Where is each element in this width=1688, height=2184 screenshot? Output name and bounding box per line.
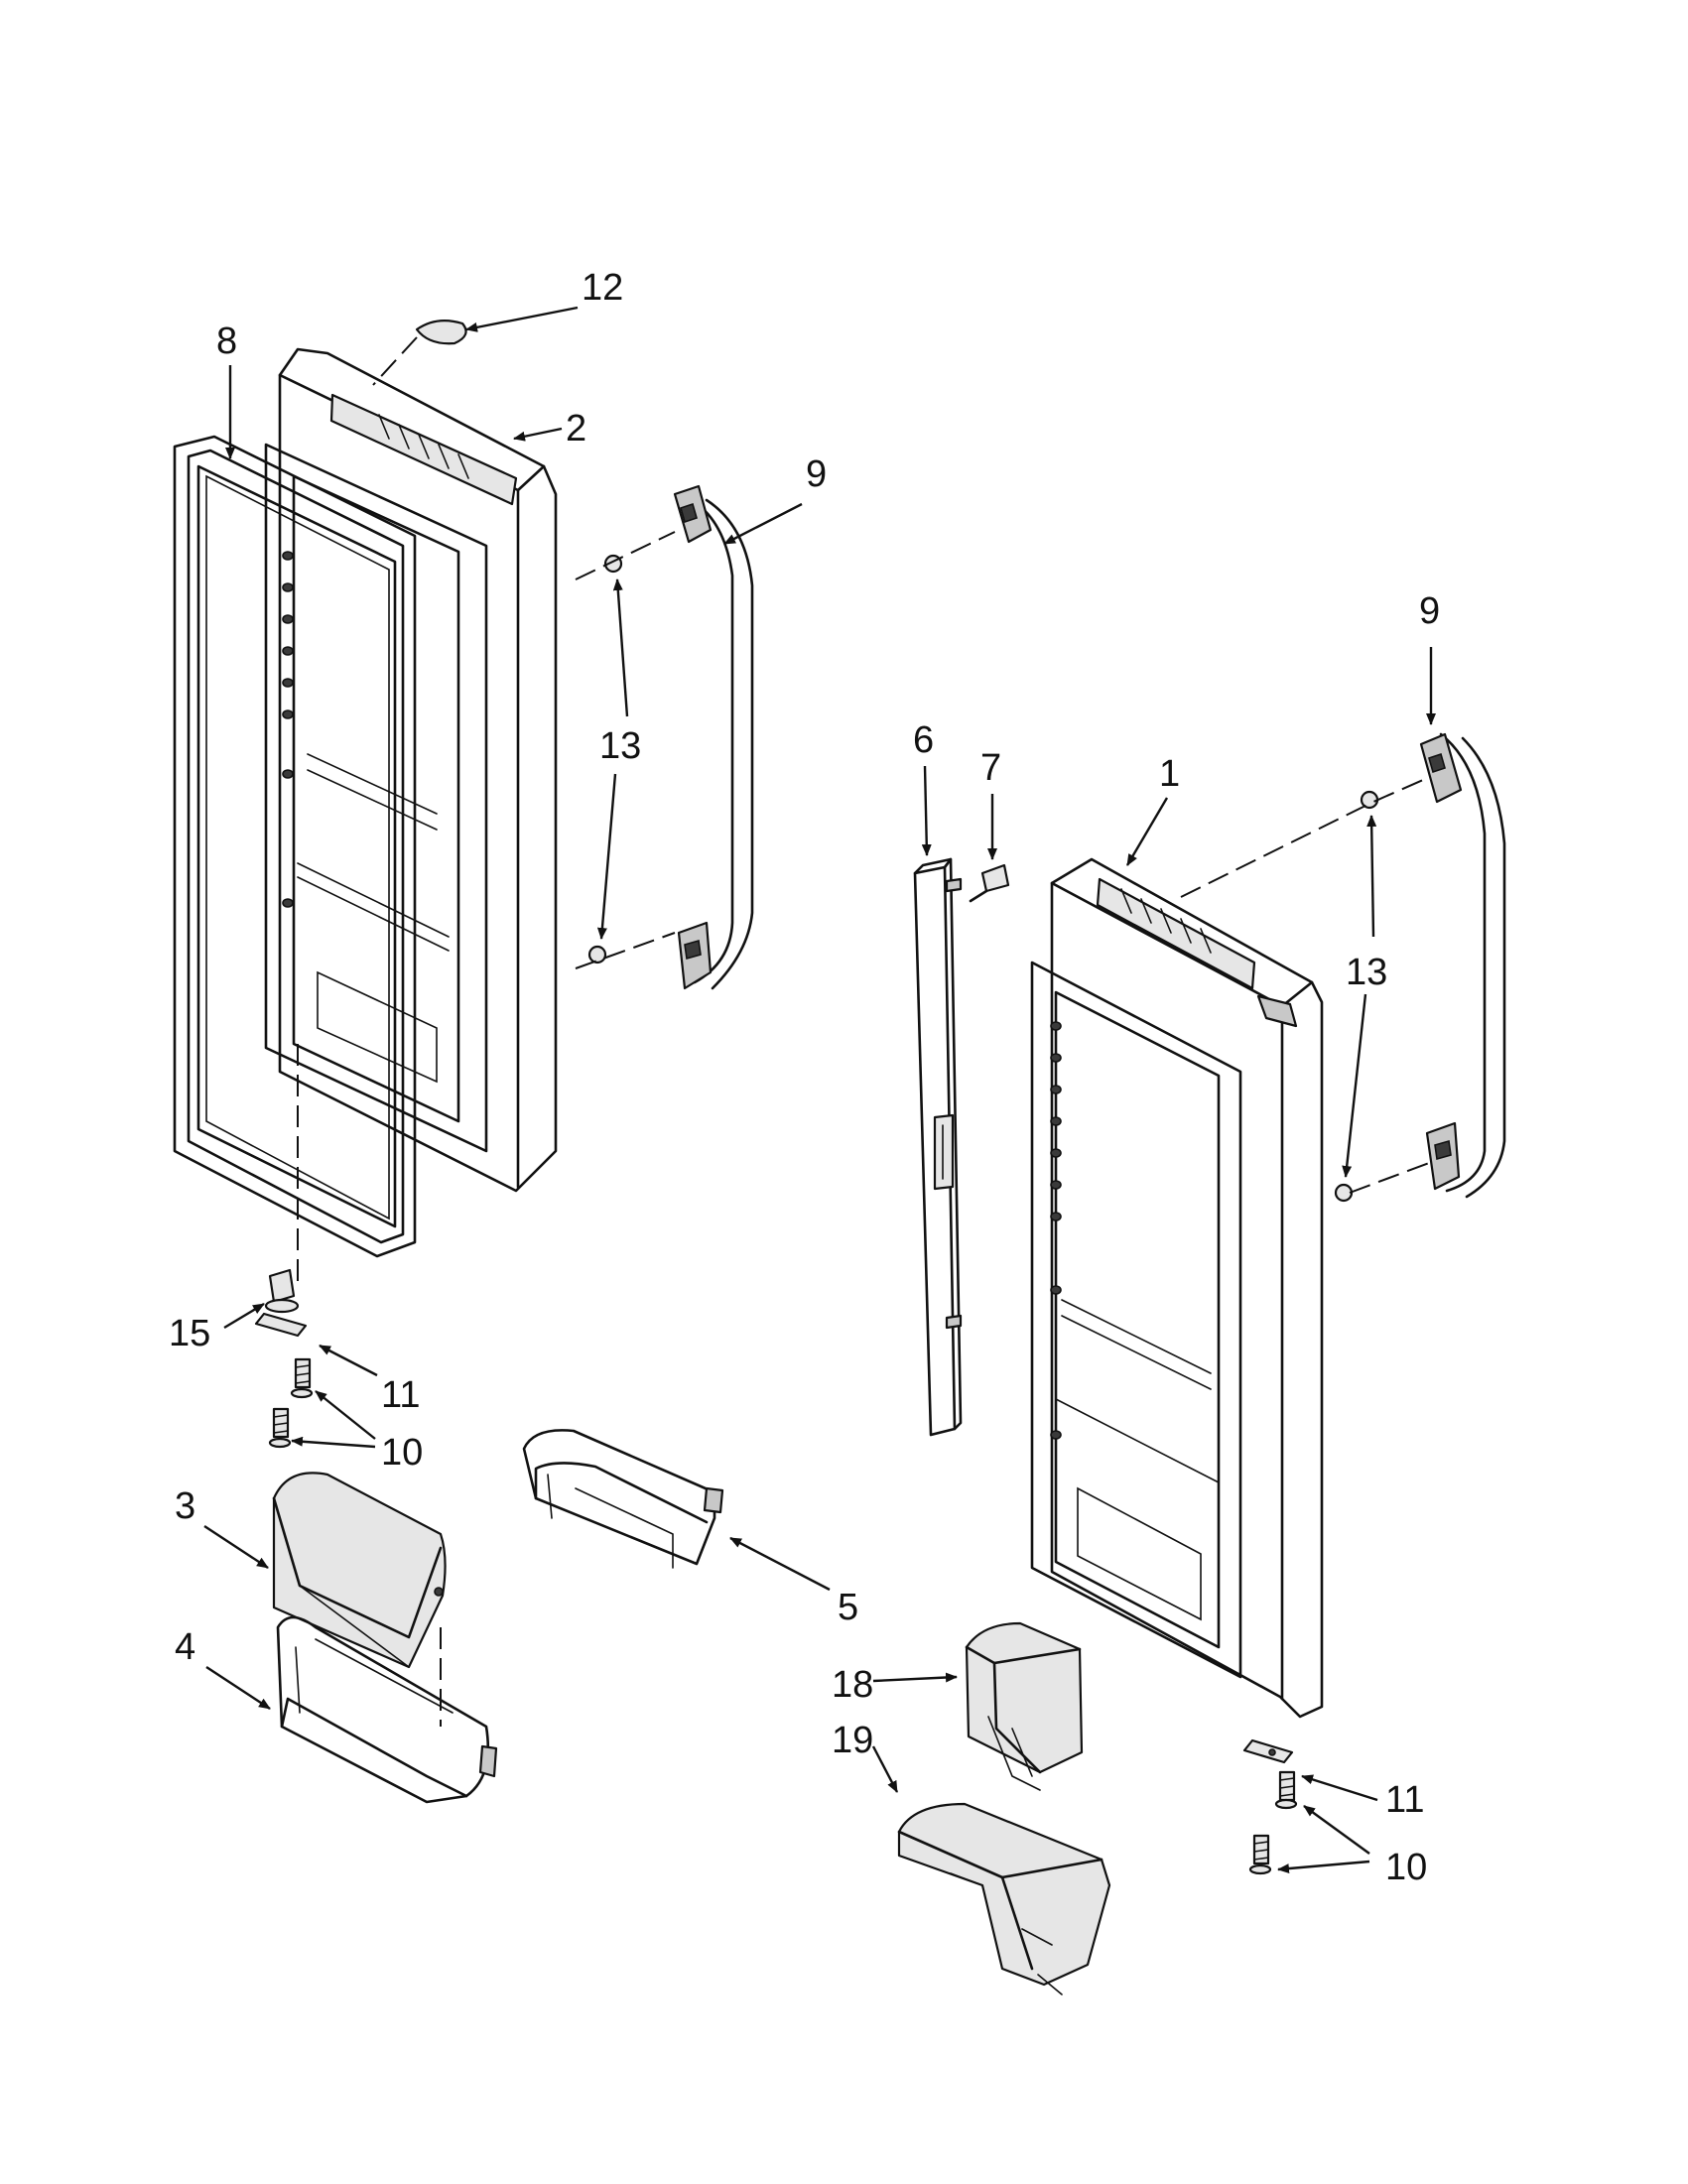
callout-9-right: 9 <box>1419 590 1440 632</box>
callout-6: 6 <box>913 719 934 761</box>
callout-5: 5 <box>838 1587 858 1628</box>
callout-12: 12 <box>582 267 623 309</box>
callout-18: 18 <box>832 1664 873 1706</box>
right-shim <box>1242 1738 1294 1764</box>
leader-lines <box>203 306 1436 1874</box>
callout-19: 19 <box>832 1720 873 1761</box>
dispenser-cover <box>272 1472 447 1669</box>
callout-11-left: 11 <box>381 1374 420 1416</box>
plug <box>372 319 467 386</box>
callout-13-right: 13 <box>1346 952 1387 993</box>
door-bin <box>276 1615 498 1804</box>
right-handle-screws <box>1180 779 1430 1203</box>
right-door <box>1030 857 1324 1719</box>
callout-9-left: 9 <box>806 453 827 495</box>
callout-4: 4 <box>175 1626 195 1668</box>
left-door-liner <box>264 347 558 1193</box>
callout-1: 1 <box>1159 753 1180 795</box>
left-door-gasket <box>173 435 417 1258</box>
hinge-bushing <box>264 1268 300 1314</box>
door-shelf-bin <box>522 1429 724 1569</box>
callout-10-left: 10 <box>381 1432 423 1474</box>
ice-container <box>965 1621 1084 1791</box>
callout-8: 8 <box>216 321 237 362</box>
callout-3: 3 <box>175 1485 195 1527</box>
left-shim <box>254 1312 308 1338</box>
mullion <box>913 857 963 1437</box>
callout-13-left: 13 <box>599 725 641 767</box>
callout-2: 2 <box>566 408 586 450</box>
left-handle-screws <box>575 531 676 969</box>
mullion-screw <box>969 863 1010 903</box>
right-hinge-screws <box>1248 1770 1298 1875</box>
left-door-handle <box>673 484 754 990</box>
left-hinge-screws <box>268 1357 314 1449</box>
callout-7: 7 <box>980 747 1001 789</box>
callout-10-right: 10 <box>1385 1847 1427 1888</box>
ice-housing <box>897 1802 1111 1995</box>
right-door-handle <box>1419 732 1506 1199</box>
callout-labels: 12 8 2 9 13 6 7 1 9 13 15 11 10 3 4 5 18… <box>169 267 1440 1888</box>
callout-11-right: 11 <box>1385 1779 1424 1821</box>
callout-15: 15 <box>169 1313 210 1354</box>
